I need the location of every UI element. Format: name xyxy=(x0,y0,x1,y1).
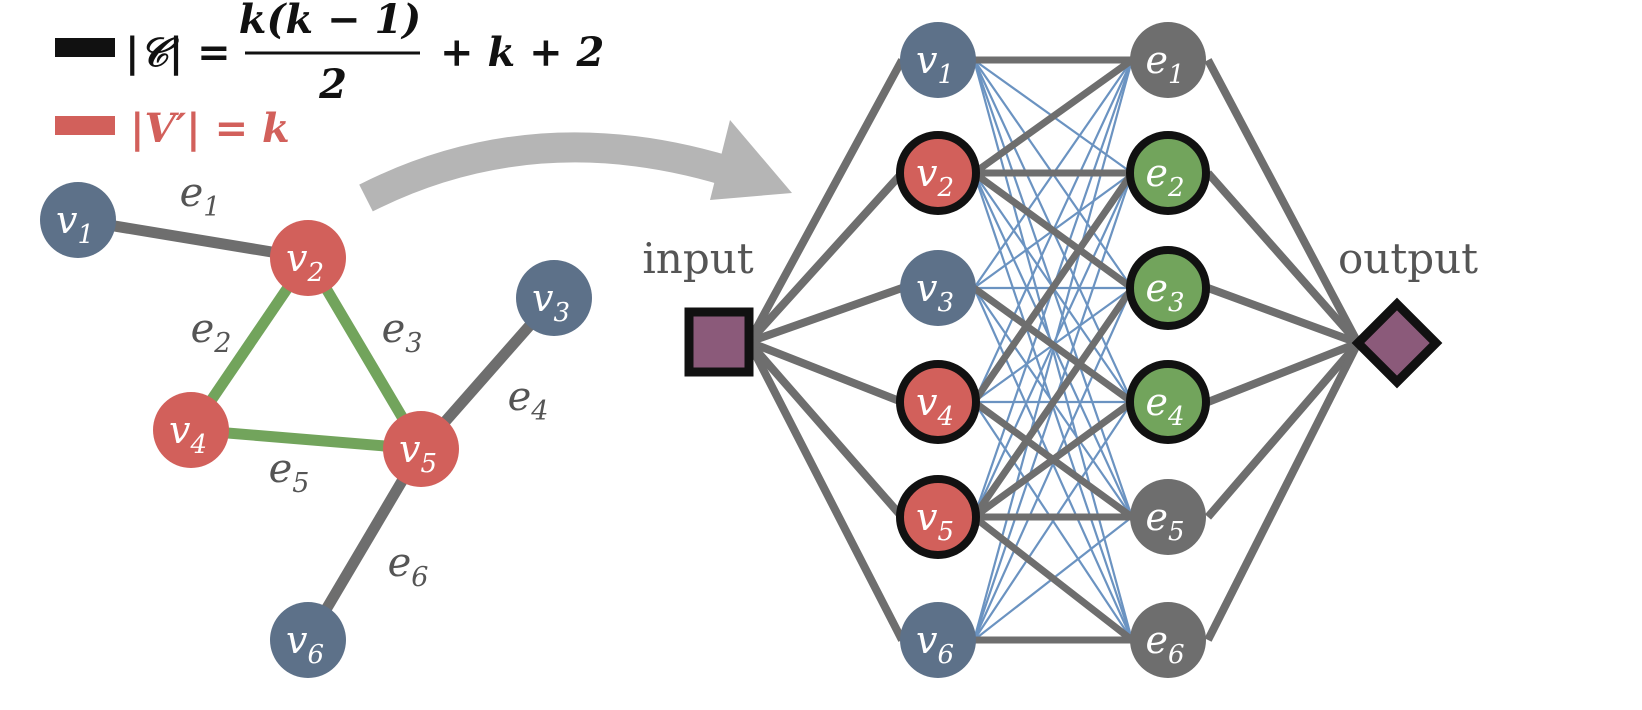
input-link-n-v1 xyxy=(745,58,906,344)
transform-arrow xyxy=(359,120,792,212)
output-link-n-e5 xyxy=(1204,340,1362,520)
output-link-n-e3 xyxy=(1206,284,1360,347)
network-node-label-n-e6: e6 xyxy=(1145,618,1184,670)
network-node-n-e5 xyxy=(1130,479,1206,555)
graph-node-label-v4: v4 xyxy=(169,408,207,460)
input-square xyxy=(684,307,754,377)
output-link-n-e4 xyxy=(1206,339,1360,406)
incidence-link-n-v4-n-e2 xyxy=(971,171,1135,404)
graph-edge-label-e5: e5 xyxy=(269,446,310,499)
network-node-n-v2 xyxy=(896,131,980,215)
input-label: input xyxy=(642,234,753,283)
network-node-label-n-v4: v4 xyxy=(916,380,954,432)
legend-black-lhs: |𝒞| = xyxy=(125,29,231,76)
input-terminal: input xyxy=(642,234,754,377)
graph-node-v1 xyxy=(40,182,116,258)
network-node-label-n-e4: e4 xyxy=(1145,380,1184,432)
graph-node-v2 xyxy=(270,220,346,296)
graph-edge-label-e1: e1 xyxy=(180,170,221,223)
network-node-n-e2 xyxy=(1126,131,1210,215)
transform-arrow-shaft xyxy=(359,132,745,212)
graph-node-label-v6: v6 xyxy=(286,618,324,670)
network-node-label-n-e1: e1 xyxy=(1145,38,1184,90)
transform-arrow-head xyxy=(710,120,792,200)
network-node-label-n-v1: v1 xyxy=(916,38,954,90)
network-node-n-e3 xyxy=(1126,246,1210,330)
legend: |𝒞| = k(k − 1) 2 + k + 2 |V′| = k xyxy=(55,0,604,152)
graph-edge-e5 xyxy=(190,424,422,455)
graph-nodes: v1 v2 v3 v4 v5 v6 xyxy=(40,182,592,678)
graph-node-label-v2: v2 xyxy=(286,236,324,288)
graph-edge-label-e6: e6 xyxy=(388,540,429,593)
incidence-link-n-v5-n-e4 xyxy=(971,399,1135,520)
legend-black-rhs: + k + 2 xyxy=(440,29,604,76)
graph-edge-e1 xyxy=(77,214,309,264)
graph-edge-label-e2: e2 xyxy=(191,306,232,359)
graph-node-label-v3: v3 xyxy=(532,276,570,328)
incidence-link-n-v2-n-e1 xyxy=(971,57,1135,176)
legend-red-formula: |V′| = k xyxy=(130,105,290,152)
input-link-n-v5 xyxy=(745,339,906,520)
output-label: output xyxy=(1338,234,1478,283)
output-terminal: output xyxy=(1338,234,1478,389)
graph-node-v4 xyxy=(153,392,229,468)
network-nodes: v1 v2 v3 v4 v5 v6 e1 e2 e3 e4 e5 e6 xyxy=(896,22,1210,678)
input-link-n-v6 xyxy=(745,340,906,642)
legend-black-frac-den: 2 xyxy=(318,61,347,108)
graph-edge-label-e4: e4 xyxy=(508,374,549,427)
incidence-link-n-v5-n-e3 xyxy=(971,286,1135,519)
network-node-label-n-v5: v5 xyxy=(916,495,954,547)
network-node-label-n-v2: v2 xyxy=(916,151,954,203)
cross-link-n-v6-n-e1 xyxy=(972,59,1134,641)
legend-black-frac-num: k(k − 1) xyxy=(239,0,421,43)
network-node-n-v3 xyxy=(900,250,976,326)
network-node-n-v5 xyxy=(896,475,980,559)
network-node-label-n-e5: e5 xyxy=(1145,495,1184,547)
legend-swatch-red xyxy=(55,116,115,135)
incidence-link-n-v5-n-e6 xyxy=(971,514,1135,643)
network-node-label-n-v3: v3 xyxy=(916,266,954,318)
legend-swatch-black xyxy=(55,38,115,57)
cross-link-n-v6-n-e4 xyxy=(973,401,1133,641)
graph-node-v6 xyxy=(270,602,346,678)
network-node-label-n-e2: e2 xyxy=(1145,151,1184,203)
network-node-n-e4 xyxy=(1126,360,1210,444)
network-node-n-v6 xyxy=(900,602,976,678)
cross-link-n-v6-n-e3 xyxy=(972,287,1134,641)
output-link-n-e1 xyxy=(1204,58,1362,345)
output-link-n-e2 xyxy=(1205,170,1361,346)
network-node-n-e6 xyxy=(1130,602,1206,678)
network-lines xyxy=(745,56,1362,644)
network-node-label-n-v6: v6 xyxy=(916,618,954,670)
graph-node-label-v1: v1 xyxy=(56,198,94,250)
network-node-n-v4 xyxy=(896,360,980,444)
graph-edge-label-e3: e3 xyxy=(382,306,423,359)
graph-node-v5 xyxy=(383,411,459,487)
output-link-n-e6 xyxy=(1204,341,1362,642)
network-node-n-v1 xyxy=(900,22,976,98)
input-link-n-v3 xyxy=(747,284,904,346)
graph-node-v3 xyxy=(516,260,592,336)
network-node-label-n-e3: e3 xyxy=(1145,266,1184,318)
output-diamond xyxy=(1351,297,1443,389)
input-link-n-v4 xyxy=(747,338,904,406)
input-link-n-v2 xyxy=(746,170,905,345)
incidence-link-n-v3-n-e4 xyxy=(971,285,1135,405)
network-node-n-e1 xyxy=(1130,22,1206,98)
graph-node-label-v5: v5 xyxy=(399,427,437,479)
incidence-link-n-v2-n-e3 xyxy=(971,170,1135,291)
